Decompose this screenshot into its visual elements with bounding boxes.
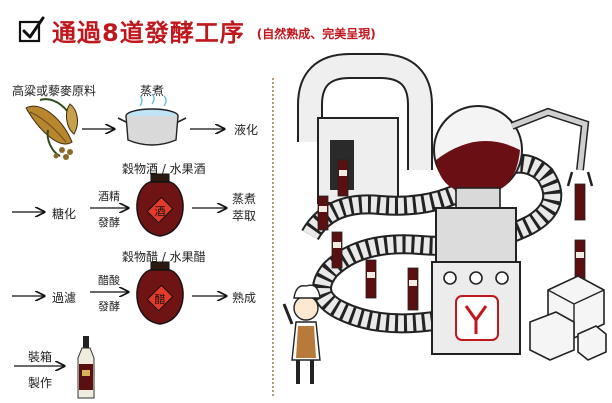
title-row: 通過8道發酵工序 (自然熟成、完美呈現)	[18, 10, 376, 50]
produce-label: 製作	[28, 376, 53, 390]
saccharify-label: 糖化	[52, 207, 77, 221]
vinegar-label: 穀物醋 / 水果醋	[122, 250, 206, 264]
filter-label: 過濾	[52, 291, 77, 305]
alcohol-label: 酒精	[98, 190, 120, 203]
ferment-label-2: 發酵	[98, 300, 120, 313]
mature-label: 熟成	[232, 291, 257, 305]
boiling-pot-icon	[117, 93, 187, 146]
vinegar-bottle-icon	[77, 336, 95, 399]
wine-label: 穀物酒 / 水果酒	[122, 162, 206, 176]
steam-label: 蒸煮	[140, 84, 165, 98]
vinegar-jar-icon: 醋	[136, 261, 184, 325]
checkbox-checked-icon	[18, 16, 45, 43]
factory-illustration	[282, 53, 607, 384]
section-divider	[272, 78, 274, 396]
distill-label-1: 蒸煮	[232, 192, 257, 206]
ferment-label-1: 發酵	[98, 216, 120, 229]
wine-jar-icon: 酒	[136, 173, 184, 237]
raw-material-label: 高粱或藜麥原料	[12, 84, 97, 98]
page-subtitle: (自然熟成、完美呈現)	[256, 26, 376, 41]
svg-text:酒: 酒	[155, 205, 166, 218]
acetic-label: 醋酸	[98, 274, 120, 287]
liquefy-label: 液化	[234, 123, 259, 137]
svg-text:醋: 醋	[155, 292, 166, 306]
distill-label-2: 萃取	[232, 209, 257, 223]
packing-label: 裝箱	[28, 350, 53, 364]
page-title: 通過8道發酵工序	[52, 18, 245, 47]
sorghum-wheat-icon	[25, 98, 78, 160]
